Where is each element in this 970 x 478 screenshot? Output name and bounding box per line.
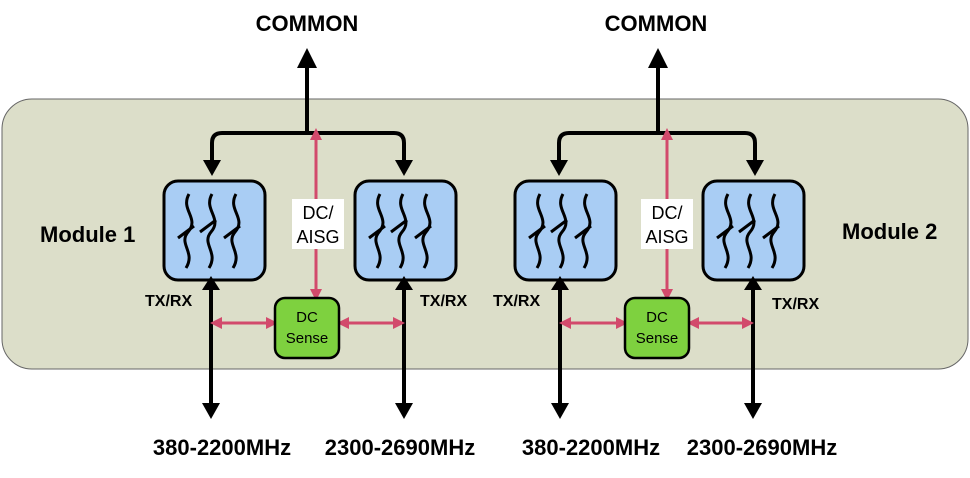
module-name-2: Module 2 <box>842 219 937 244</box>
dc-sense-box-2 <box>623 296 691 360</box>
branch-top-2 <box>557 131 757 166</box>
dc-aisg-label-line2: AISG <box>645 227 688 247</box>
band-left-label-1: 380-2200MHz <box>153 435 291 460</box>
common-label-2: COMMON <box>605 11 708 36</box>
dc-sense-box-1 <box>273 296 341 360</box>
module-1-group: DC/ AISG <box>40 11 475 460</box>
txrx-right-label-2: TX/RX <box>772 296 819 313</box>
filter-icon <box>162 179 267 282</box>
arrow-left-filter-1 <box>203 160 221 176</box>
dc-aisg-label-bg-1 <box>292 199 344 249</box>
dc-arrow-bottom-1 <box>310 289 322 301</box>
dc-aisg-label-line1: DC/ <box>652 203 683 223</box>
txrx-right-label-1: TX/RX <box>420 293 467 310</box>
dc-arrow-top-1 <box>310 128 322 140</box>
module-2-group: DC/ AISG <box>493 11 937 460</box>
filter-icon <box>353 179 458 282</box>
dc-aisg-label-bg-2 <box>641 199 693 249</box>
band-left-label-2: 380-2200MHz <box>522 435 660 460</box>
dc-sense-label-line1: DC <box>296 309 318 326</box>
dc-sense-label-line2: Sense <box>286 330 329 347</box>
dc-aisg-label-line1: DC/ <box>303 203 334 223</box>
module-name-1: Module 1 <box>40 222 135 247</box>
dc-aisg-label-line2: AISG <box>296 227 339 247</box>
branch-top-1 <box>210 131 406 166</box>
band-right-label-1: 2300-2690MHz <box>325 435 475 460</box>
module-panel <box>1 98 969 370</box>
txrx-left-label-2: TX/RX <box>493 293 540 310</box>
band-right-label-2: 2300-2690MHz <box>687 435 837 460</box>
common-label-1: COMMON <box>256 11 359 36</box>
txrx-left-label-1: TX/RX <box>145 293 192 310</box>
dc-sense-label-line1: DC <box>646 309 668 326</box>
arrow-right-filter-1 <box>395 160 413 176</box>
filter-icon <box>701 179 806 282</box>
dc-sense-label-line2: Sense <box>636 330 679 347</box>
filter-icon <box>513 179 618 282</box>
